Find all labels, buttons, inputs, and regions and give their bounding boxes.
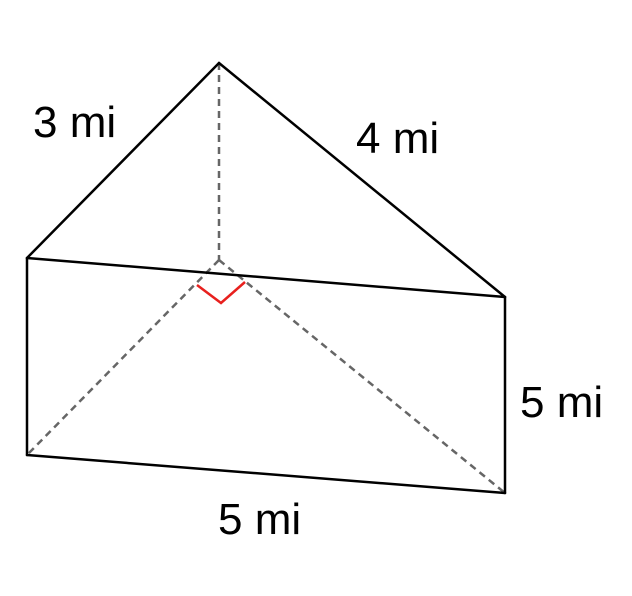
hidden-bottom-right-edge [218, 259, 506, 494]
front-top-edge [25, 256, 507, 299]
right-top-edge-label: 4 mi [356, 114, 440, 163]
hidden-bottom-left-edge [26, 259, 220, 456]
length-edge-label: 5 mi [218, 495, 302, 544]
top-right-slant-edge [217, 61, 507, 299]
left-top-edge-label: 3 mi [33, 98, 117, 147]
front-bottom-edge [25, 453, 507, 495]
right-angle-marker [196, 281, 246, 305]
height-edge-label: 5 mi [520, 378, 604, 427]
top-left-slant-edge [25, 61, 221, 260]
